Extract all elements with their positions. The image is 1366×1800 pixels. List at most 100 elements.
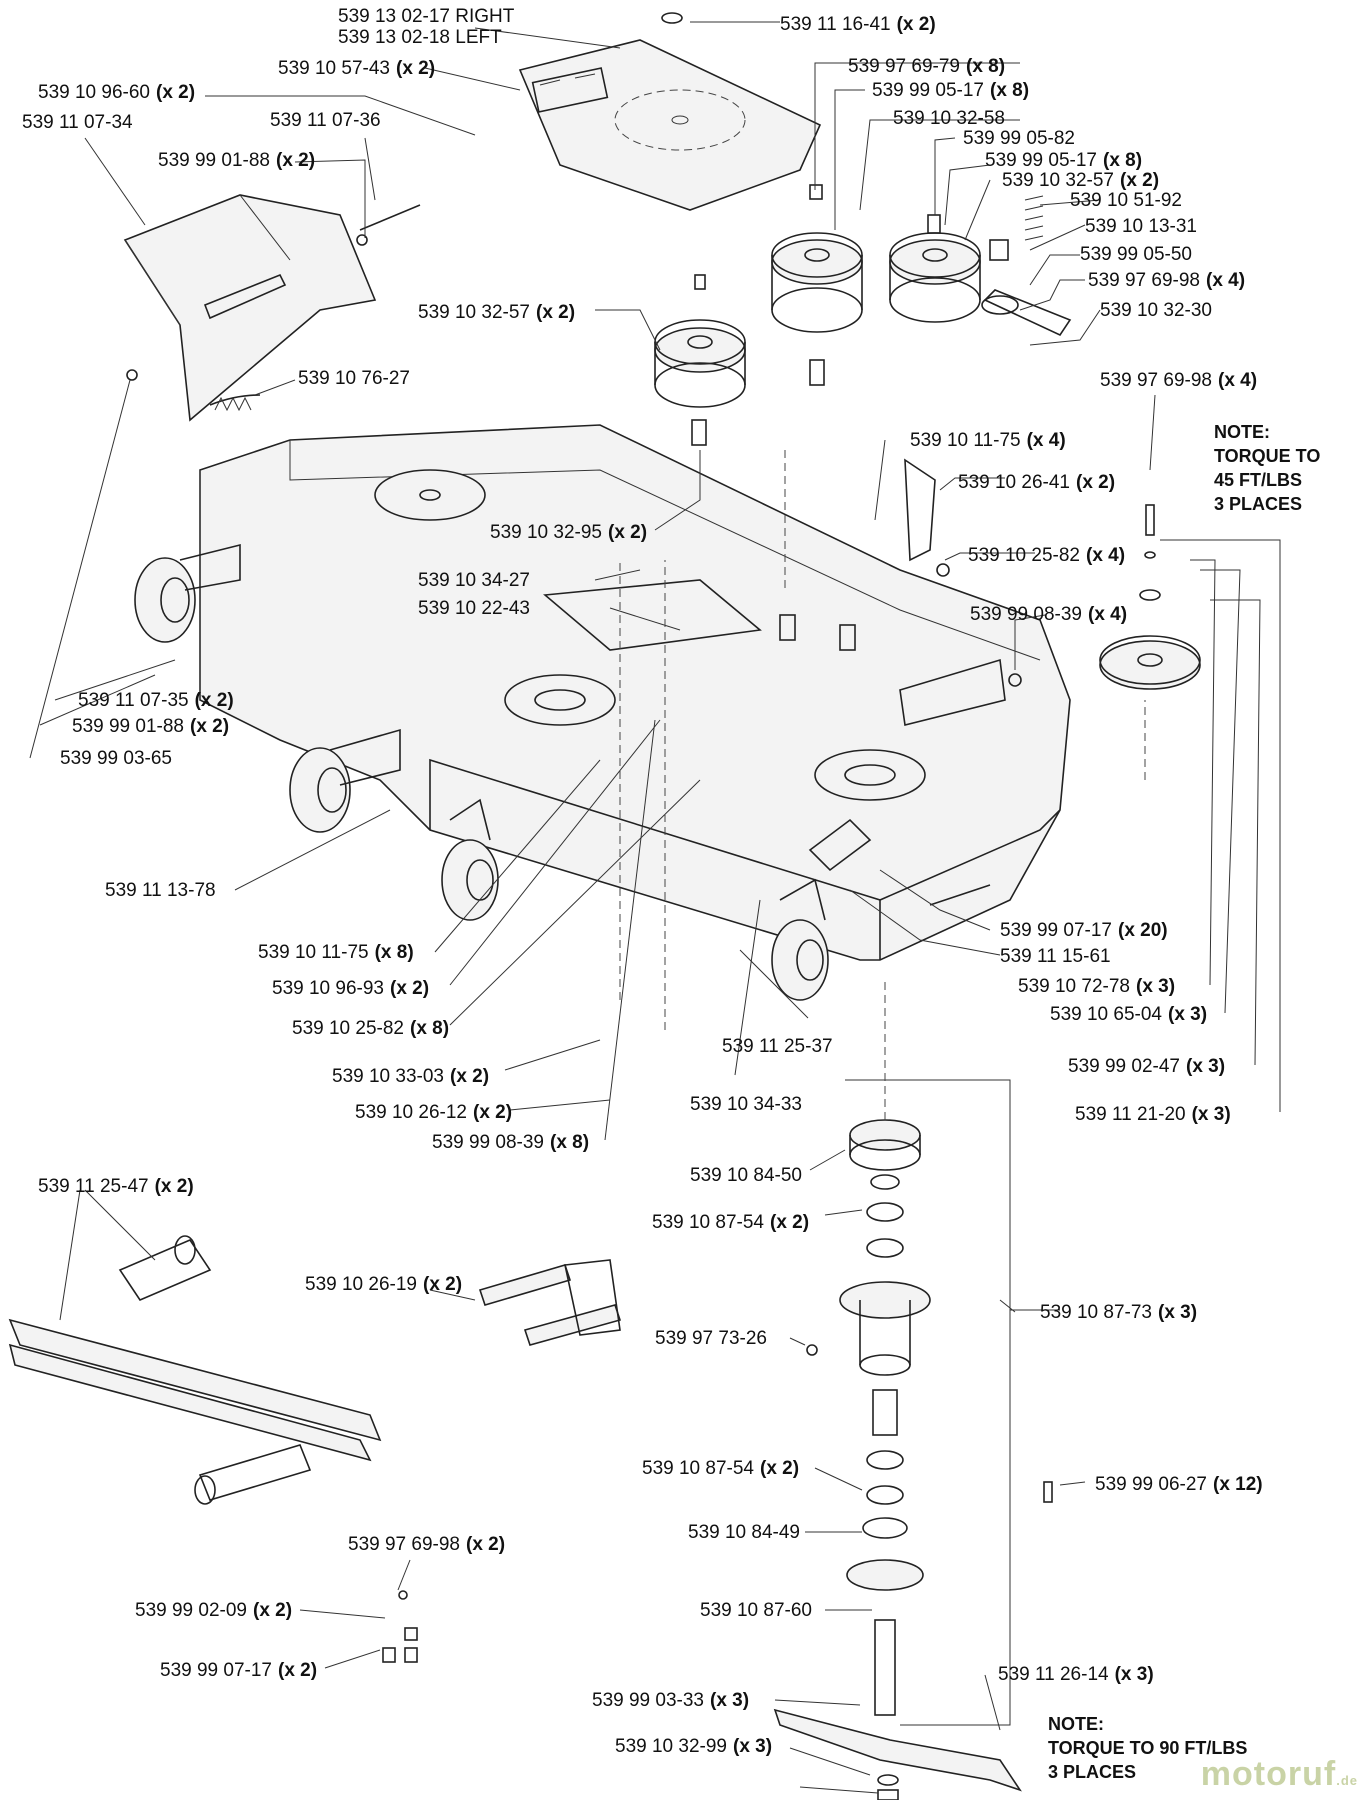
part-label-539-10-25-82-a: 539 10 25-82 (x 4) [968, 545, 1125, 567]
note-text: 45 FT/LBS [1214, 470, 1303, 490]
part-number: 539 10 32-99 [615, 1736, 727, 1757]
part-quantity: (x 2) [450, 1066, 490, 1087]
note-heading: NOTE: [1048, 1714, 1104, 1734]
part-number: 539 10 57-43 [278, 58, 390, 79]
part-number: 539 10 51-92 [1070, 190, 1182, 211]
caster-wheel-rear-left [134, 543, 241, 643]
small-fasteners [382, 1590, 418, 1663]
part-label-539-11-25-37: 539 11 25-37 [722, 1036, 833, 1058]
part-label-539-10-87-54-a: 539 10 87-54(x 2) [652, 1212, 809, 1234]
part-label-539-11-21-20: 539 11 21-20(x 3) [1075, 1104, 1231, 1126]
part-quantity: (x 2) [154, 1176, 194, 1197]
part-label-539-11-25-47: 539 11 25-47(x 2) [38, 1176, 194, 1198]
part-quantity: (x 8) [410, 1018, 450, 1039]
part-quantity: (x 2) [466, 1534, 506, 1555]
part-number: 539 99 01-88 [72, 716, 184, 737]
part-label-539-10-96-60: 539 10 96-60(x 2) [38, 82, 195, 104]
part-number: 539 10 26-19 [305, 1274, 417, 1295]
part-label-539-10-33-03: 539 10 33-03(x 2) [332, 1066, 489, 1088]
part-quantity: (x 3) [1136, 976, 1176, 997]
part-number: 539 10 32-58 [893, 108, 1005, 129]
part-label-539-10-32-58: 539 10 32-58 [893, 108, 1005, 130]
part-label-539-10-57-43: 539 10 57-43 (x 2) [278, 58, 435, 80]
part-quantity: (x 2) [396, 58, 436, 79]
part-label-539-99-03-33: 539 99 03-33(x 3) [592, 1690, 749, 1712]
part-label-539-10-32-99: 539 10 32-99 (x 3) [615, 1736, 772, 1758]
idler-pulley-right [889, 214, 981, 323]
part-label-539-10-51-92: 539 10 51-92 [1070, 190, 1182, 212]
leader-lines [29, 21, 1281, 1794]
part-number: 539 10 84-50 [690, 1165, 802, 1186]
part-quantity: (x 2) [760, 1458, 800, 1479]
part-number: 539 97 69-79 [848, 56, 960, 77]
part-quantity: (x 2) [423, 1274, 463, 1295]
idler-pulley-left [654, 274, 746, 446]
part-quantity: (x 2) [190, 716, 230, 737]
part-quantity: (x 3) [1191, 1104, 1231, 1125]
part-quantity: (x 3) [1158, 1302, 1198, 1323]
part-number: 539 10 96-93 [272, 978, 384, 999]
part-number: 539 10 25-82 [292, 1018, 404, 1039]
part-number: 539 10 76-27 [298, 368, 410, 389]
part-number: 539 99 08-39 [432, 1132, 544, 1153]
part-number: 539 99 05-17 [985, 150, 1097, 171]
part-label-539-99-08-39-b: 539 99 08-39(x 8) [432, 1132, 589, 1154]
part-quantity: (x 2) [278, 1660, 318, 1681]
part-number: 539 10 87-54 [642, 1458, 754, 1479]
part-label-539-99-02-09: 539 99 02-09(x 2) [135, 1600, 292, 1622]
part-quantity: (x 4) [1086, 545, 1126, 566]
part-number: 539 97 69-98 [1088, 270, 1200, 291]
part-label-539-11-07-34: 539 11 07-34 [22, 112, 133, 134]
part-number: 539 99 08-39 [970, 604, 1082, 625]
part-quantity: (x 2) [536, 302, 576, 323]
part-label-539-10-32-95: 539 10 32-95(x 2) [490, 522, 647, 544]
part-quantity: (x 2) [194, 690, 234, 711]
part-quantity: (x 20) [1118, 920, 1168, 941]
note-text: TORQUE TO 90 FT/LBS [1048, 1738, 1248, 1758]
tensioner-arm [981, 195, 1072, 337]
part-label-539-10-13-31: 539 10 13-31 [1085, 216, 1197, 238]
belt-cover [518, 12, 822, 211]
part-quantity: (x 3) [733, 1736, 773, 1757]
torque-note-45: NOTE: TORQUE TO 45 FT/LBS 3 PLACES [1214, 420, 1320, 516]
mower-blade [773, 1708, 1022, 1800]
part-quantity: (x 4) [1206, 270, 1246, 291]
part-number: 539 10 22-43 [418, 598, 530, 619]
part-quantity: (x 2) [1076, 472, 1116, 493]
part-number: 539 99 05-50 [1080, 244, 1192, 265]
note-text: 3 PLACES [1214, 494, 1303, 514]
part-label-539-10-87-60: 539 10 87-60 [700, 1600, 812, 1622]
part-quantity: (x 3) [1168, 1004, 1208, 1025]
part-label-539-10-87-73: 539 10 87-73 (x 3) [1040, 1302, 1197, 1324]
part-number: 539 10 25-82 [968, 545, 1080, 566]
part-quantity: (x 2) [473, 1102, 513, 1123]
spindle-assembly [806, 1119, 1053, 1716]
part-quantity: (x 8) [990, 80, 1030, 101]
part-number: 539 11 13-78 [105, 880, 216, 901]
part-label-539-11-07-35: 539 11 07-35(x 2) [78, 690, 234, 712]
part-label-539-99-02-47: 539 99 02-47(x 3) [1068, 1056, 1225, 1078]
part-quantity: (x 4) [1088, 604, 1128, 625]
part-quantity: (x 4) [1218, 370, 1258, 391]
part-number: 539 10 26-12 [355, 1102, 467, 1123]
part-quantity: (x 2) [608, 522, 648, 543]
idler-pulley-center [771, 184, 863, 386]
part-label-539-10-32-57-b: 539 10 32-57(x 2) [418, 302, 575, 324]
part-number: 539 10 34-27 [418, 570, 530, 591]
part-label-539-10-11-75-a: 539 10 11-75(x 4) [910, 430, 1066, 452]
part-label-539-10-32-30: 539 10 32-30 [1100, 300, 1212, 322]
part-label-539-10-22-43: 539 10 22-43 [418, 598, 530, 620]
part-number: 539 10 26-41 [958, 472, 1070, 493]
part-label-539-10-72-78: 539 10 72-78 (x 3) [1018, 976, 1175, 998]
part-number: 539 10 87-60 [700, 1600, 812, 1621]
part-number: 539 11 25-37 [722, 1036, 833, 1057]
part-number: 539 99 06-27 [1095, 1474, 1207, 1495]
part-quantity: (x 2) [770, 1212, 810, 1233]
part-number: 539 11 25-47 [38, 1176, 149, 1197]
part-label-539-10-76-27: 539 10 76-27 [298, 368, 410, 390]
part-quantity: (x 8) [374, 942, 414, 963]
part-number: 539 99 03-65 [60, 748, 172, 769]
part-label-539-11-26-14: 539 11 26-14(x 3) [998, 1664, 1154, 1686]
part-number: 539 10 72-78 [1018, 976, 1130, 997]
part-number: 539 10 87-73 [1040, 1302, 1152, 1323]
